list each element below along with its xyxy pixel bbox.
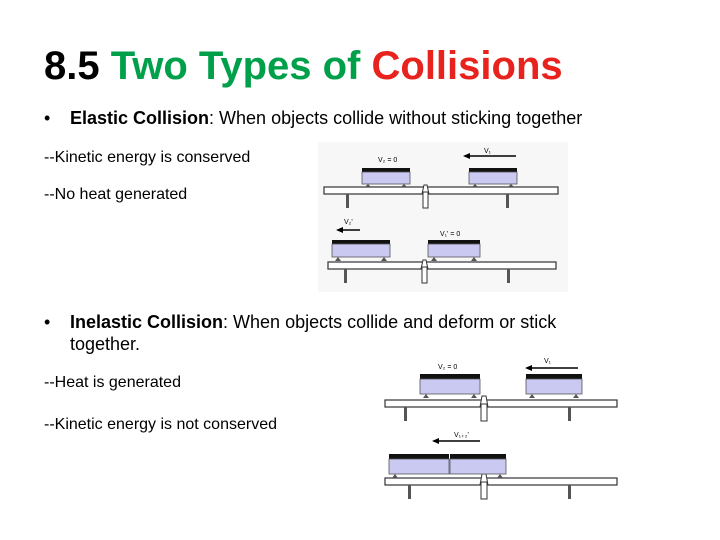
elastic-before-cart-right [468,168,518,187]
inelastic-definition-text: : When objects collide and deform or sti… [223,312,557,332]
inelastic-before-cart-left [419,374,481,398]
inelastic-bullet: • Inelastic Collision: When objects coll… [44,311,684,357]
elastic-before-cart-left [361,168,411,187]
elastic-point-1: --Kinetic energy is conserved [44,149,251,166]
elastic-definition-text: : When objects collide without sticking … [209,108,583,128]
inelastic-definition: Inelastic Collision: When objects collid… [70,311,556,355]
inelastic-before-right-label: V₁ [544,358,552,365]
inelastic-collision-diagram: V₂ = 0 V₁ V₁₊₂' [384,358,618,500]
inelastic-point-2: --Kinetic energy is not conserved [44,416,277,433]
inelastic-before-cart-right [525,374,583,398]
inelastic-after-label: V₁₊₂' [454,432,469,439]
title-number: 8.5 [44,44,100,88]
elastic-before-right-label: V₁ [484,148,492,155]
title-part-red: Collisions [371,44,563,88]
inelastic-before-left-label: V₂ = 0 [438,364,457,371]
inelastic-definition-text-2: together. [70,334,141,354]
elastic-before-track [323,184,559,209]
title-part-green: Two Types of [110,44,361,88]
elastic-after-right-label: V₁' = 0 [440,231,460,238]
elastic-before-left-label: V₂ = 0 [378,157,397,164]
inelastic-point-1: --Heat is generated [44,374,181,391]
elastic-term: Elastic Collision [70,108,210,128]
elastic-definition: Elastic Collision: When objects collide … [70,107,582,129]
elastic-after-cart-right [427,240,481,261]
elastic-bullet: • Elastic Collision: When objects collid… [44,107,684,131]
elastic-point-2: --No heat generated [44,186,188,203]
inelastic-after-combined-carts [388,454,507,478]
inelastic-before-track [384,395,618,422]
bullet-dot: • [44,312,51,332]
slide-title: 8.5 Two Types of Collisions [44,44,563,89]
elastic-after-left-label: V₂' [344,219,353,226]
elastic-after-cart-left [331,240,391,261]
elastic-collision-diagram: V₂ = 0 V₁ V₂' V₁' = 0 [318,142,568,292]
bullet-dot: • [44,108,51,128]
elastic-after-track [327,259,557,284]
inelastic-term: Inelastic Collision [70,312,224,332]
